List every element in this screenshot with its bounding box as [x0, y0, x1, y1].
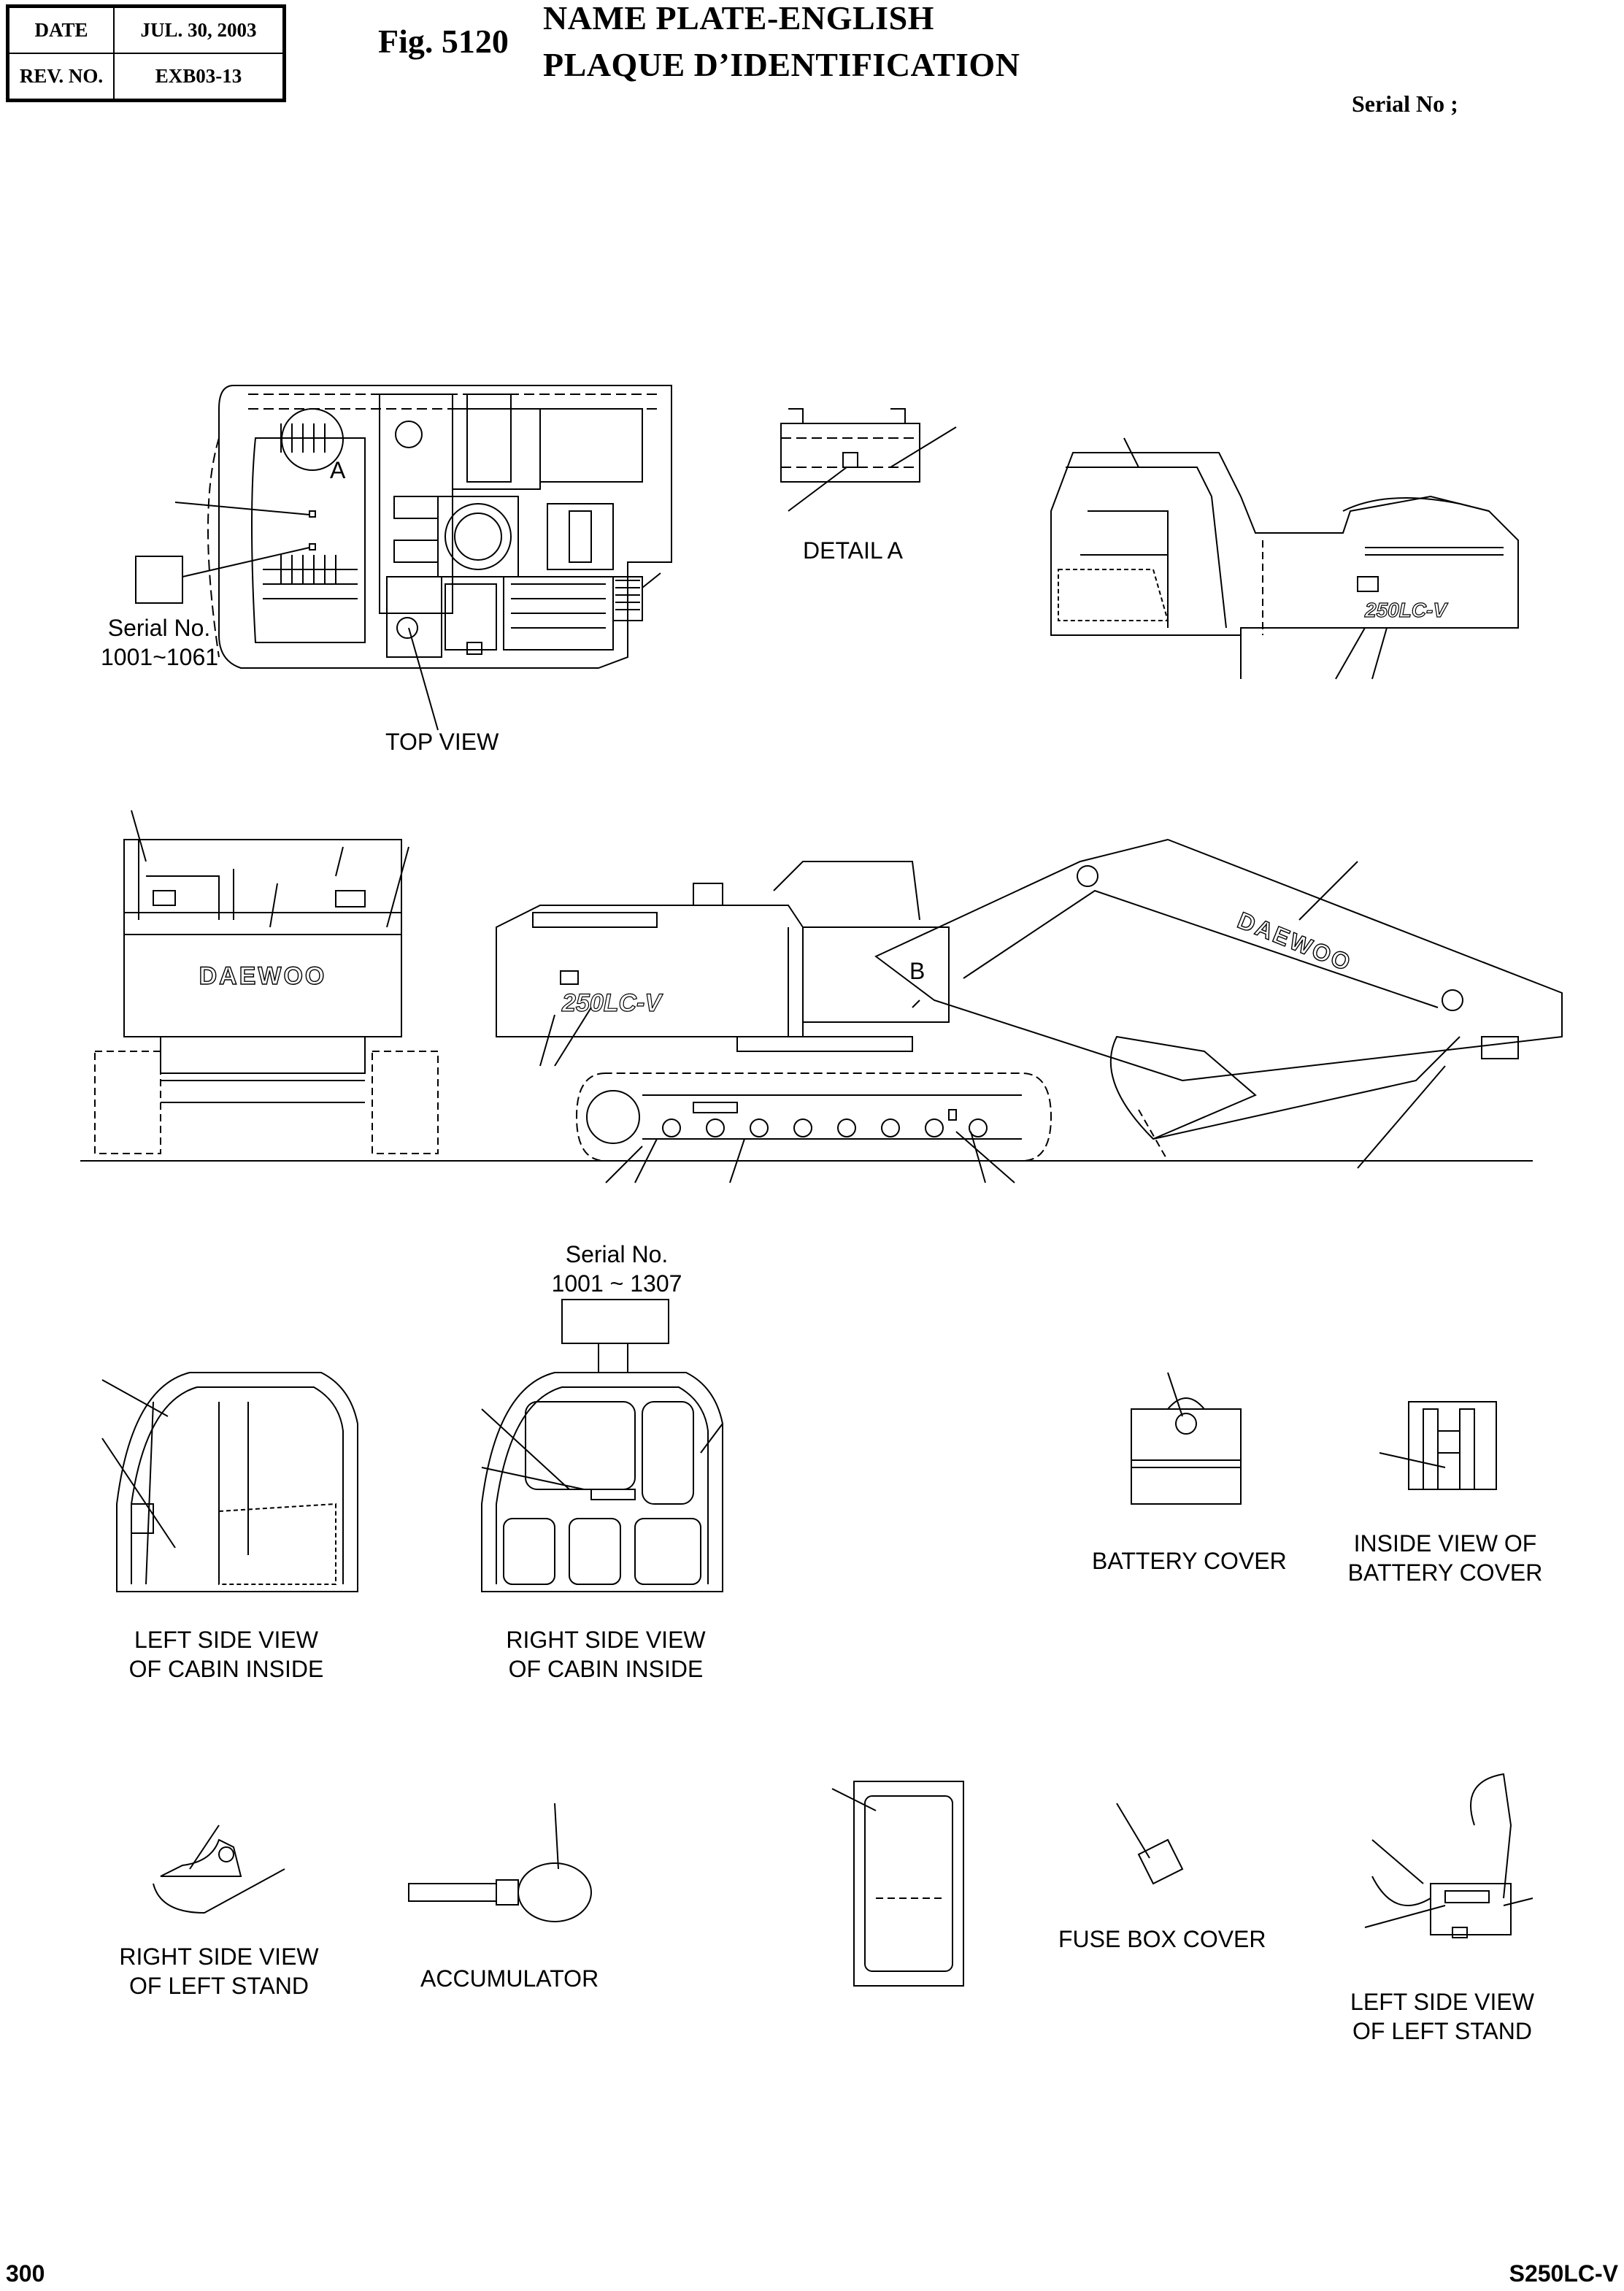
rear-view-brand-decal: DAEWOO — [199, 962, 327, 990]
figure-title-french: PLAQUE D’IDENTIFICATION — [543, 46, 1020, 83]
cabin-serial-label: Serial No. 1001 ~ 1307 — [533, 1240, 701, 1298]
accumulator-drawing — [409, 1803, 591, 1922]
top-view-drawing — [136, 385, 671, 730]
left-stand-caption-line2: OF LEFT STAND — [1352, 2018, 1532, 2044]
left-cabin-caption-line1: LEFT SIDE VIEW — [134, 1627, 318, 1653]
top-view-serial-label: Serial No. 1001~1061 — [101, 613, 218, 672]
detail-a-drawing — [781, 409, 956, 511]
cabin-serial-range: 1001 ~ 1307 — [551, 1270, 682, 1297]
right-stand-drawing — [153, 1825, 285, 1913]
revision-info-box: DATE JUL. 30, 2003 REV. NO. EXB03-13 — [6, 4, 286, 102]
lower-cabin-front-drawing — [832, 1781, 963, 1986]
main-side-model-decal: 250LC-V — [561, 989, 663, 1017]
date-value: JUL. 30, 2003 — [113, 7, 284, 54]
left-stand-caption-line1: LEFT SIDE VIEW — [1350, 1989, 1534, 2015]
battery-cover-drawing — [1131, 1373, 1241, 1504]
inside-battery-caption-line1: INSIDE VIEW OF — [1353, 1530, 1537, 1557]
detail-a-circle — [282, 409, 343, 470]
left-stand-caption: LEFT SIDE VIEW OF LEFT STAND — [1325, 1987, 1559, 2046]
upper-side-view-drawing — [1051, 438, 1518, 679]
accumulator-caption: ACCUMULATOR — [420, 1965, 599, 1992]
rear-view-drawing — [95, 810, 438, 1154]
rev-no-label: REV. NO. — [8, 53, 115, 100]
left-cabin-caption-line2: OF CABIN INSIDE — [128, 1656, 324, 1682]
right-cabin-drawing — [482, 1300, 723, 1592]
page-number: 300 — [6, 2260, 45, 2287]
right-stand-caption-line1: RIGHT SIDE VIEW — [119, 1943, 319, 1970]
battery-cover-caption: BATTERY COVER — [1092, 1548, 1287, 1574]
callout-b: B — [909, 958, 925, 984]
figure-title-english: NAME PLATE-ENGLISH — [543, 0, 934, 37]
top-view-fan-grille — [281, 423, 336, 584]
main-side-view-drawing — [80, 840, 1562, 1183]
detail-a-caption: DETAIL A — [803, 537, 903, 564]
upper-side-model-decal: 250LC-V — [1364, 599, 1448, 621]
top-view-serial-text: Serial No. — [107, 615, 211, 641]
inside-battery-caption-line2: BATTERY COVER — [1347, 1559, 1543, 1586]
main-side-brand-decal: DAEWOO — [1234, 907, 1356, 976]
right-cabin-serial-plate — [562, 1300, 669, 1343]
callout-a: A — [330, 457, 346, 483]
cabin-serial-text: Serial No. — [565, 1241, 669, 1267]
right-cabin-caption: RIGHT SIDE VIEW OF CABIN INSIDE — [489, 1625, 723, 1684]
inside-battery-caption: INSIDE VIEW OF BATTERY COVER — [1336, 1529, 1555, 1587]
right-cabin-caption-line2: OF CABIN INSIDE — [508, 1656, 704, 1682]
inside-battery-cover-drawing — [1379, 1402, 1496, 1489]
left-cabin-caption: LEFT SIDE VIEW OF CABIN INSIDE — [109, 1625, 343, 1684]
model-code: S250LC-V — [1509, 2260, 1618, 2287]
right-stand-caption: RIGHT SIDE VIEW OF LEFT STAND — [102, 1942, 336, 2000]
figure-number: Fig. 5120 — [378, 23, 509, 60]
top-view-serial-plate — [136, 556, 182, 603]
right-cabin-caption-line1: RIGHT SIDE VIEW — [506, 1627, 706, 1653]
top-view-serial-range: 1001~1061 — [101, 644, 219, 670]
left-cabin-drawing — [102, 1373, 358, 1592]
fuse-box-cover-caption: FUSE BOX COVER — [1058, 1926, 1266, 1952]
date-label: DATE — [8, 7, 115, 54]
left-stand-drawing — [1365, 1774, 1533, 1938]
rev-no-value: EXB03-13 — [113, 53, 284, 100]
top-view-caption: TOP VIEW — [385, 729, 499, 755]
serial-no-label: Serial No ; — [1352, 91, 1458, 117]
fuse-box-cover-drawing — [1117, 1803, 1182, 1884]
right-stand-caption-line2: OF LEFT STAND — [129, 1973, 309, 1999]
